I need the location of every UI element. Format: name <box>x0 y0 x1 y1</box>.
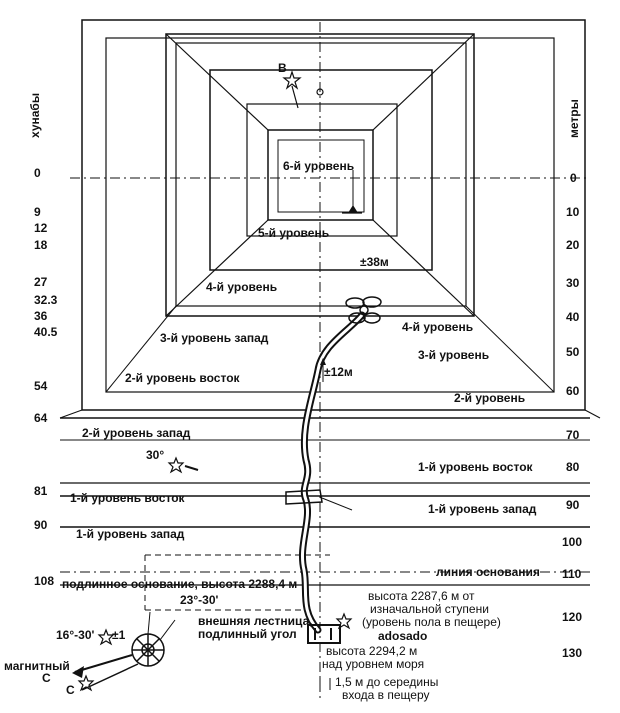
axis-left-title: хунабы <box>28 92 42 138</box>
level-6-label: 6-й уровень <box>283 159 355 173</box>
right-scale-label: 40 <box>566 310 580 324</box>
outline-level-2 <box>81 19 586 411</box>
cave-branch <box>321 497 353 511</box>
corner-diagonal <box>105 305 177 393</box>
cave-chamber-flower <box>345 296 382 324</box>
star-marker-entrance <box>335 612 353 630</box>
right-scale-label: 70 <box>566 428 580 442</box>
level-1-east-left-label: 1-й уровень восток <box>70 491 185 505</box>
magnetic-label: магнитный <box>4 659 70 673</box>
corner-diagonal <box>372 33 475 131</box>
cave-tunnel-inner <box>301 313 364 632</box>
mark-c2: С <box>66 683 75 697</box>
stair-label: подлинный угол <box>198 627 297 641</box>
level-4-right-label: 4-й уровень <box>402 320 474 334</box>
cave-entrance <box>307 624 341 644</box>
entrance-label: входа в пещеру <box>342 688 430 702</box>
stair-label: внешняя лестница, <box>198 614 313 628</box>
left-scale-label: 90 <box>34 518 48 532</box>
left-scale-label: 54 <box>34 379 48 393</box>
level-3-right-label: 3-й уровень <box>418 348 490 362</box>
right-scale-label: 30 <box>566 276 580 290</box>
right-scale-label: 90 <box>566 498 580 512</box>
left-scale-label: 108 <box>34 574 55 588</box>
left-scale-label: 32.3 <box>34 293 58 307</box>
compass-rose <box>74 611 176 691</box>
base-line-label: линия основания <box>436 565 540 579</box>
left-scale-label: 64 <box>34 411 48 425</box>
dimension-12m: ±12м <box>324 365 353 379</box>
marker-b-line <box>291 85 299 109</box>
star-marker-b <box>282 70 302 90</box>
left-scale-label: 0 <box>34 166 41 180</box>
orig-base-label: подлинное основание, высота 2288,4 м <box>62 577 298 591</box>
perspective-line <box>59 409 83 419</box>
right-scale-label: 100 <box>562 535 583 549</box>
center-marker <box>316 88 324 96</box>
outline-level-6-inner <box>277 139 365 213</box>
adosado-label: adosado <box>378 629 428 643</box>
right-scale-label: 50 <box>566 345 580 359</box>
arrow-head <box>320 358 326 365</box>
level-1-west-right-label: 1-й уровень запад <box>428 502 537 516</box>
left-scale-label: 27 <box>34 275 48 289</box>
level-1-east-right-label: 1-й уровень восток <box>418 460 533 474</box>
first-step-label: (уровень пола в пещере) <box>362 615 501 629</box>
left-scale-label: 12 <box>34 221 48 235</box>
level-2-east-label: 2-й уровень восток <box>125 371 240 385</box>
dimension-38m: ±38м <box>360 255 389 269</box>
left-scale-label: 9 <box>34 205 41 219</box>
right-scale-label: 110 <box>562 567 582 581</box>
angle-23-label: 23°-30' <box>180 593 219 607</box>
mark-c: С <box>42 671 51 685</box>
right-scale-label: 0 <box>570 171 577 185</box>
perspective-line <box>584 409 601 419</box>
corner-diagonal <box>165 33 269 131</box>
sea-level-label: над уровнем моря <box>322 657 425 671</box>
left-scale-label: 81 <box>34 484 48 498</box>
axis-right-title: метры <box>567 99 581 138</box>
right-scale-label: 60 <box>566 384 580 398</box>
right-scale-label: 120 <box>562 610 583 624</box>
left-scale-label: 40.5 <box>34 325 58 339</box>
compass-angle-label: 16°-30' <box>56 628 95 642</box>
right-scale-label: 80 <box>566 460 580 474</box>
level-3-west-label: 3-й уровень запад <box>160 331 269 345</box>
corner-diagonal <box>165 219 269 317</box>
right-scale-label: 130 <box>562 646 583 660</box>
corner-diagonal <box>372 219 475 317</box>
star-marker-compass <box>97 628 115 646</box>
star-marker-c <box>77 674 95 692</box>
compass-arrow-head <box>72 666 84 678</box>
cave-tunnel <box>299 311 366 634</box>
angle-30-label: 30° <box>146 448 165 462</box>
level-5-label: 5-й уровень <box>258 226 330 240</box>
cave-side-chamber <box>285 489 323 505</box>
outline-level-5-inner <box>246 103 398 237</box>
level-2-west-label: 2-й уровень запад <box>82 426 191 440</box>
outline-level-5 <box>209 69 433 271</box>
sea-level-label: высота 2294,2 м <box>326 644 418 658</box>
corner-diagonal <box>465 305 555 393</box>
first-step-label: высота 2287,6 м от <box>368 589 475 603</box>
level-4-label: 4-й уровень <box>206 280 278 294</box>
outline-level-4-inner <box>175 42 467 307</box>
mark-b: В <box>278 61 287 75</box>
arrow-head <box>348 205 358 213</box>
right-scale-label: 10 <box>566 205 580 219</box>
marker-30-line <box>184 465 199 471</box>
right-scale-label: 20 <box>566 238 580 252</box>
level-2-right-label: 2-й уровень <box>454 391 526 405</box>
level-1-west-left-label: 1-й уровень запад <box>76 527 185 541</box>
left-scale-label: 18 <box>34 238 48 252</box>
compass-pm-label: ±1 <box>112 628 126 642</box>
outline-level-3 <box>105 37 555 393</box>
entrance-label: 1,5 м до середины <box>335 675 439 689</box>
left-scale-label: 36 <box>34 309 48 323</box>
star-marker-30 <box>167 456 185 474</box>
first-step-label: изначальной ступени <box>370 602 489 616</box>
